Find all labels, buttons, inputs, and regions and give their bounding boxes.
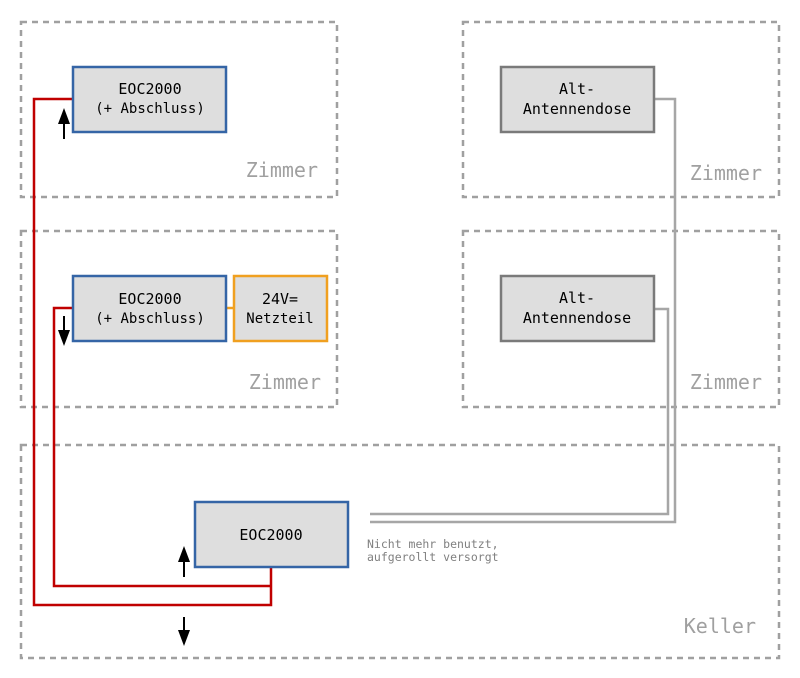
alt-antennendose-top-label: Alt- [559,80,595,98]
room-top-left [19,20,339,199]
room-keller [19,443,781,660]
arrow-down-icon [178,617,190,646]
alt-antennendose-mid-sublabel: Antennendose [523,309,631,327]
power-supply-sublabel: Netzteil [246,311,313,327]
unused-note-line2: aufgerollt versorgt [367,550,499,564]
eoc2000-keller-label: EOC2000 [239,526,302,544]
arrow-up-icon [58,108,70,139]
eoc2000-keller-box [193,500,350,569]
power-supply-box [232,274,329,343]
room-label-mid-left: Zimmer [249,370,321,394]
alt-antennendose-top-box [499,65,656,134]
alt-antennendose-mid-label: Alt- [559,289,595,307]
room-label-mid-right: Zimmer [690,370,762,394]
active-cable-top [32,97,273,607]
room-top-right [461,20,781,199]
eoc2000-mid-sublabel: (+ Abschluss) [95,311,205,327]
room-mid-left [19,229,339,409]
eoc2000-top-label: EOC2000 [118,80,181,98]
unused-cable-top [370,97,677,524]
eoc2000-mid-label: EOC2000 [118,290,181,308]
active-cable-mid [52,306,271,588]
room-label-top-right: Zimmer [690,161,762,185]
room-mid-right [461,229,781,409]
alt-antennendose-mid-box [499,274,656,343]
unused-cable-mid [370,307,670,516]
arrow-down-icon [58,316,70,346]
room-label-top-left: Zimmer [246,158,318,182]
eoc2000-top-sublabel: (+ Abschluss) [95,101,205,117]
power-supply-label: 24V= [262,290,298,308]
eoc2000-mid-box [71,274,228,343]
room-label-keller: Keller [684,614,756,638]
alt-antennendose-top-sublabel: Antennendose [523,100,631,118]
arrow-up-icon [178,546,190,577]
eoc2000-top-box [71,65,228,134]
unused-note-line1: Nicht mehr benutzt, [367,537,499,551]
